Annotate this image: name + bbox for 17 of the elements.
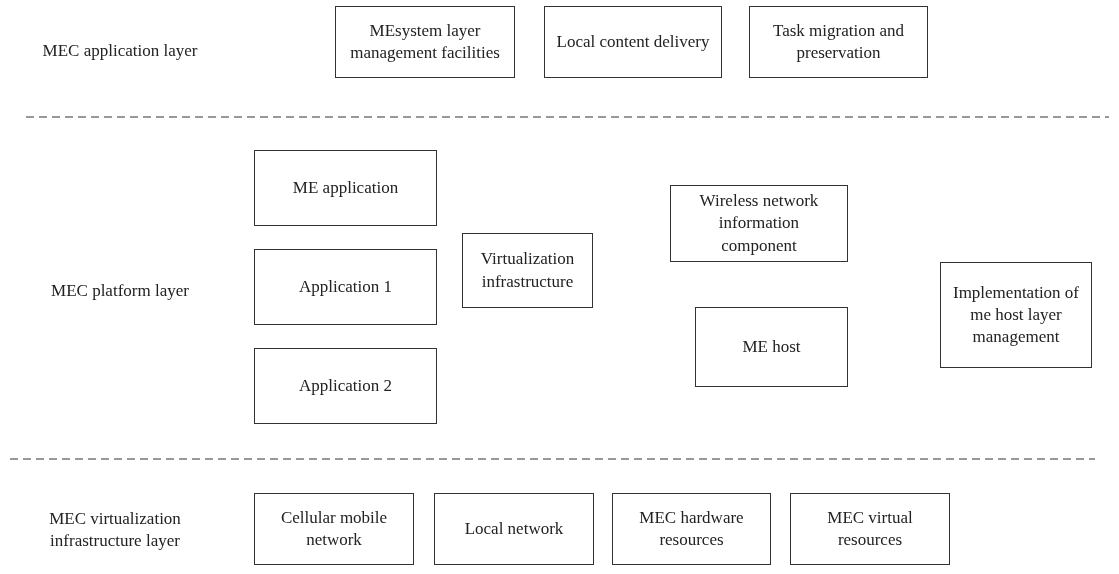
component-box: Application 2 <box>254 348 437 424</box>
component-box: Task migration and preservation <box>749 6 928 78</box>
component-box: Cellular mobile network <box>254 493 414 565</box>
component-box: MEsystem layer management facilities <box>335 6 515 78</box>
component-box: Wireless network information component <box>670 185 848 262</box>
component-box: Implementation of me host layer management <box>940 262 1092 368</box>
component-box: Local network <box>434 493 594 565</box>
layer-label: MEC platform layer <box>50 280 190 302</box>
component-box: ME application <box>254 150 437 226</box>
component-box: Local content delivery <box>544 6 722 78</box>
component-box: MEC hardware resources <box>612 493 771 565</box>
component-box: MEC virtual resources <box>790 493 950 565</box>
component-box: Application 1 <box>254 249 437 325</box>
layer-label: MEC application layer <box>41 40 199 62</box>
component-box: Virtualization infrastructure <box>462 233 593 308</box>
component-box: ME host <box>695 307 848 387</box>
layer-label: MEC virtualization infrastructure layer <box>48 508 182 553</box>
